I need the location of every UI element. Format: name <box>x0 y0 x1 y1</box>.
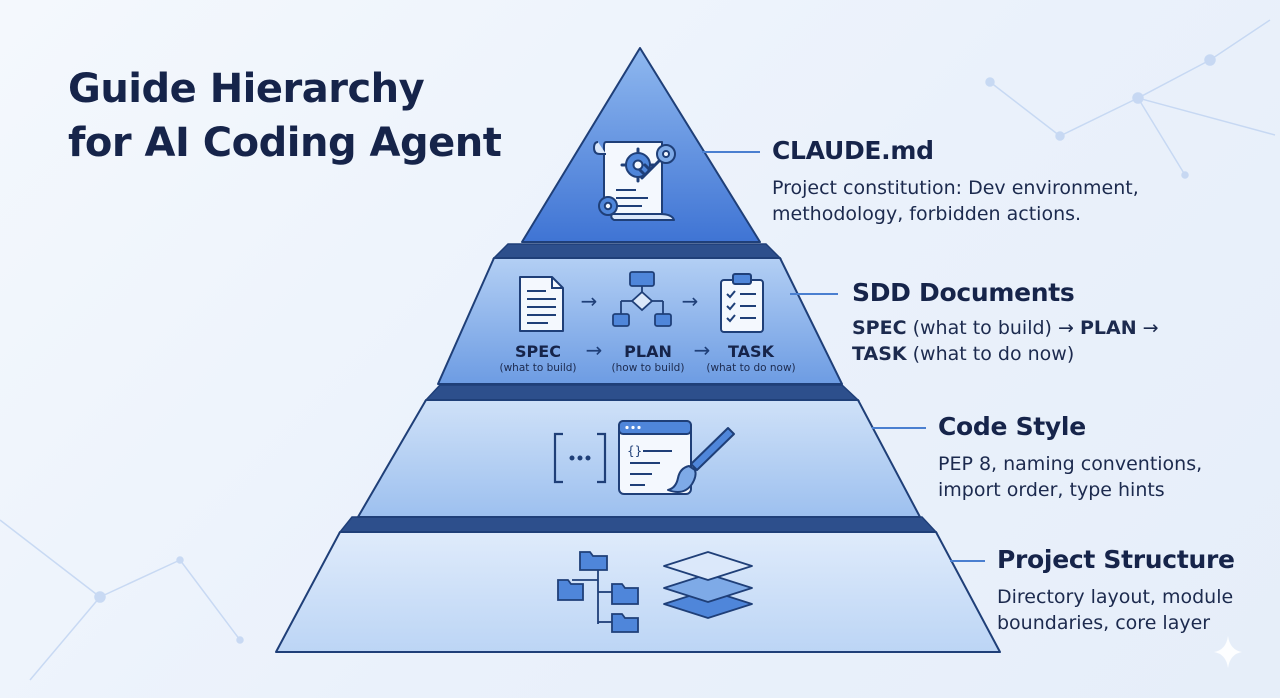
code-window-icon: {} <box>618 420 692 495</box>
flow-arrow-1-icon: → <box>581 289 598 313</box>
flow-task-label: TASK <box>728 342 775 361</box>
scroll-gear-key-icon <box>593 141 676 221</box>
network-decoration <box>0 19 1276 681</box>
flow-task-sub: (what to do now) <box>706 362 795 374</box>
flow-plan-sub: (how to build) <box>612 362 685 374</box>
label-project-structure: Project Structure Directory layout, modu… <box>997 545 1235 636</box>
flow-plan-label: PLAN <box>624 342 672 361</box>
sdd-heading: SDD Documents <box>852 278 1075 307</box>
page-title: Guide Hierarchy for AI Coding Agent <box>68 62 502 170</box>
title-line-2: for AI Coding Agent <box>68 120 502 166</box>
sdd-desc-spec: SPEC <box>852 317 907 339</box>
flowchart-icon <box>612 271 672 327</box>
sdd-desc-arrow: → <box>1136 317 1159 339</box>
code-style-description: PEP 8, naming conventions, import order,… <box>938 451 1202 503</box>
sdd-desc-task: TASK <box>852 343 907 365</box>
flow-arrow-3-icon: → <box>586 338 603 362</box>
brackets-ellipsis-icon <box>553 432 607 484</box>
sdd-description: SPEC (what to build) → PLAN → TASK (what… <box>852 315 1159 367</box>
sdd-desc-task-note: (what to do now) <box>906 343 1075 365</box>
folder-tree-icon <box>557 551 639 633</box>
paintbrush-icon <box>667 427 735 493</box>
claude-md-desc-line-1: Project constitution: Dev environment, <box>772 177 1139 199</box>
project-structure-description: Directory layout, module boundaries, cor… <box>997 584 1235 636</box>
sparkle-icon <box>1214 636 1242 668</box>
flow-arrow-2-icon: → <box>682 289 699 313</box>
checklist-icon <box>720 273 764 333</box>
label-sdd-documents: SDD Documents SPEC (what to build) → PLA… <box>852 278 1159 367</box>
tier-project-structure <box>275 516 1001 653</box>
label-claude-md: CLAUDE.md Project constitution: Dev envi… <box>772 136 1139 227</box>
tier-sdd-documents: → → → → SPEC (what to build) PLAN (how t… <box>437 243 843 385</box>
tier-code-style: {} <box>357 384 921 518</box>
project-structure-heading: Project Structure <box>997 545 1235 574</box>
project-structure-desc-line-1: Directory layout, module <box>997 586 1234 608</box>
code-style-desc-line-2: import order, type hints <box>938 479 1165 501</box>
svg-text:{}: {} <box>627 444 642 458</box>
connector-lines <box>702 151 985 562</box>
layers-stack-icon <box>663 551 753 619</box>
tier-claude-md <box>521 47 761 243</box>
code-style-desc-line-1: PEP 8, naming conventions, <box>938 453 1203 475</box>
flow-spec-sub: (what to build) <box>499 362 576 374</box>
project-structure-desc-line-2: boundaries, core layer <box>997 612 1211 634</box>
code-style-heading: Code Style <box>938 412 1086 441</box>
label-code-style: Code Style PEP 8, naming conventions, im… <box>938 412 1202 503</box>
flow-arrow-4-icon: → <box>694 338 711 362</box>
claude-md-heading: CLAUDE.md <box>772 136 934 165</box>
title-line-1: Guide Hierarchy <box>68 66 425 112</box>
sdd-desc-spec-note: (what to build) → <box>906 317 1080 339</box>
sdd-desc-plan: PLAN <box>1079 317 1137 339</box>
document-icon <box>519 276 564 332</box>
claude-md-desc-line-2: methodology, forbidden actions. <box>772 203 1082 225</box>
flow-spec-label: SPEC <box>515 342 561 361</box>
claude-md-description: Project constitution: Dev environment, m… <box>772 175 1139 227</box>
